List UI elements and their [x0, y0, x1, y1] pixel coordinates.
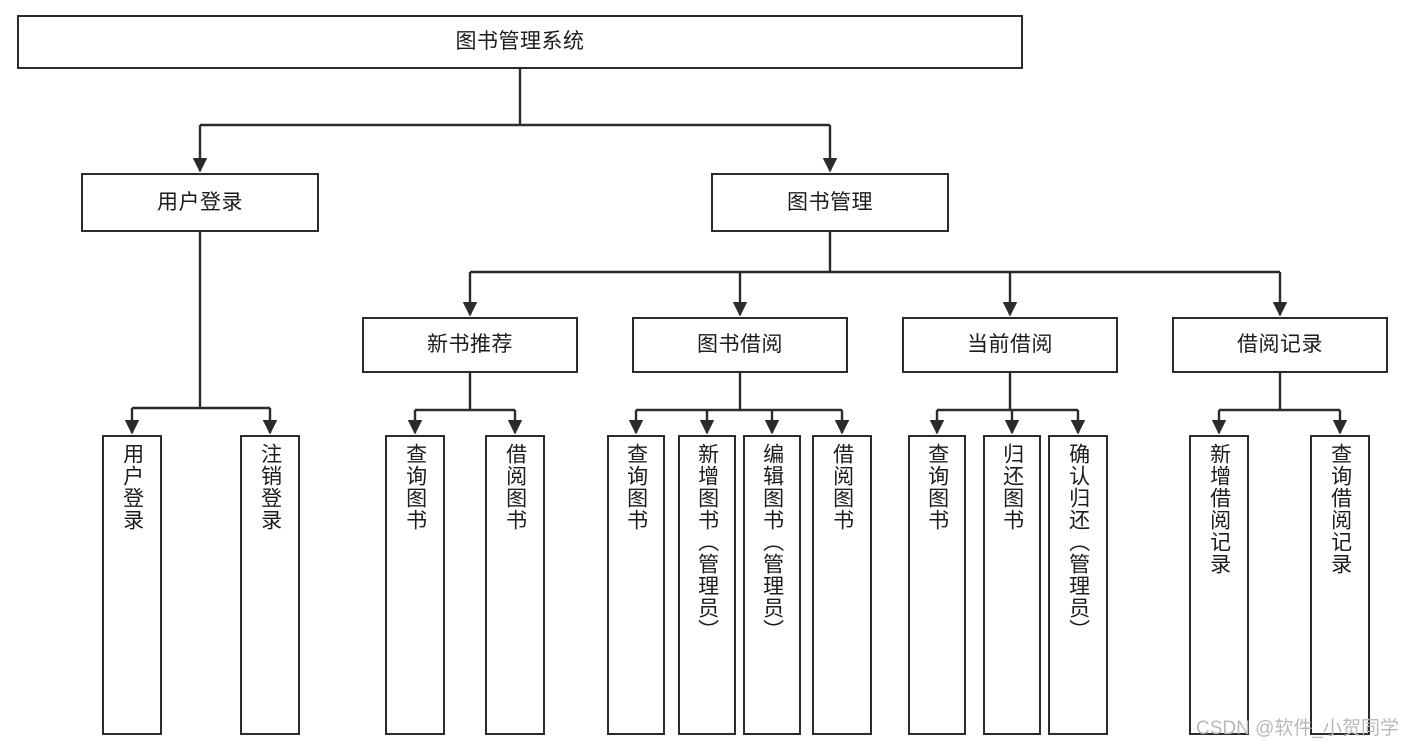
node-current-borrow-label: 当前借阅: [967, 333, 1053, 357]
node-leaf-user-login-label: 用户登录: [120, 443, 144, 531]
node-leaf-add-borrow-record-label: 新增借阅记录: [1207, 443, 1231, 575]
node-leaf-add-book-admin[interactable]: 新增图书（管理员）: [678, 435, 736, 735]
node-leaf-logout[interactable]: 注销登录: [240, 435, 300, 735]
node-root[interactable]: 图书管理系统: [17, 15, 1023, 69]
csdn-watermark: CSDN @软件_小贺同学: [1196, 718, 1399, 739]
node-leaf-query-book-borrow[interactable]: 查询图书: [607, 435, 665, 735]
node-leaf-query-book-recommend-label: 查询图书: [403, 443, 427, 531]
node-leaf-borrow-book-recommend-label: 借阅图书: [503, 443, 527, 531]
node-leaf-confirm-return-admin[interactable]: 确认归还（管理员）: [1048, 435, 1108, 735]
node-leaf-query-borrow-record-label: 查询借阅记录: [1328, 443, 1352, 575]
node-leaf-query-book-recommend[interactable]: 查询图书: [385, 435, 445, 735]
node-current-borrow[interactable]: 当前借阅: [902, 317, 1118, 373]
node-leaf-edit-book-admin-label: 编辑图书（管理员）: [760, 443, 784, 641]
node-new-book-recommend[interactable]: 新书推荐: [362, 317, 578, 373]
node-leaf-logout-label: 注销登录: [258, 443, 282, 531]
node-leaf-edit-book-admin[interactable]: 编辑图书（管理员）: [743, 435, 801, 735]
node-leaf-confirm-return-admin-label: 确认归还（管理员）: [1066, 443, 1090, 641]
node-book-management[interactable]: 图书管理: [711, 173, 949, 232]
node-book-borrow-label: 图书借阅: [697, 333, 783, 357]
node-borrow-record[interactable]: 借阅记录: [1172, 317, 1388, 373]
node-leaf-query-book-current-label: 查询图书: [925, 443, 949, 531]
node-user-login[interactable]: 用户登录: [81, 173, 319, 232]
node-new-book-recommend-label: 新书推荐: [427, 333, 513, 357]
node-leaf-return-book-label: 归还图书: [1000, 443, 1024, 531]
node-leaf-borrow-book-label: 借阅图书: [830, 443, 854, 531]
node-leaf-query-borrow-record[interactable]: 查询借阅记录: [1310, 435, 1370, 735]
node-borrow-record-label: 借阅记录: [1237, 333, 1323, 357]
node-book-borrow[interactable]: 图书借阅: [632, 317, 848, 373]
node-leaf-add-borrow-record[interactable]: 新增借阅记录: [1189, 435, 1249, 735]
node-leaf-query-book-borrow-label: 查询图书: [624, 443, 648, 531]
node-leaf-borrow-book-recommend[interactable]: 借阅图书: [485, 435, 545, 735]
node-user-login-label: 用户登录: [157, 190, 243, 214]
node-leaf-user-login[interactable]: 用户登录: [102, 435, 162, 735]
node-book-management-label: 图书管理: [787, 190, 873, 214]
node-leaf-query-book-current[interactable]: 查询图书: [908, 435, 966, 735]
node-root-label: 图书管理系统: [455, 30, 585, 54]
node-leaf-add-book-admin-label: 新增图书（管理员）: [695, 443, 719, 641]
node-leaf-borrow-book[interactable]: 借阅图书: [812, 435, 872, 735]
node-leaf-return-book[interactable]: 归还图书: [983, 435, 1041, 735]
